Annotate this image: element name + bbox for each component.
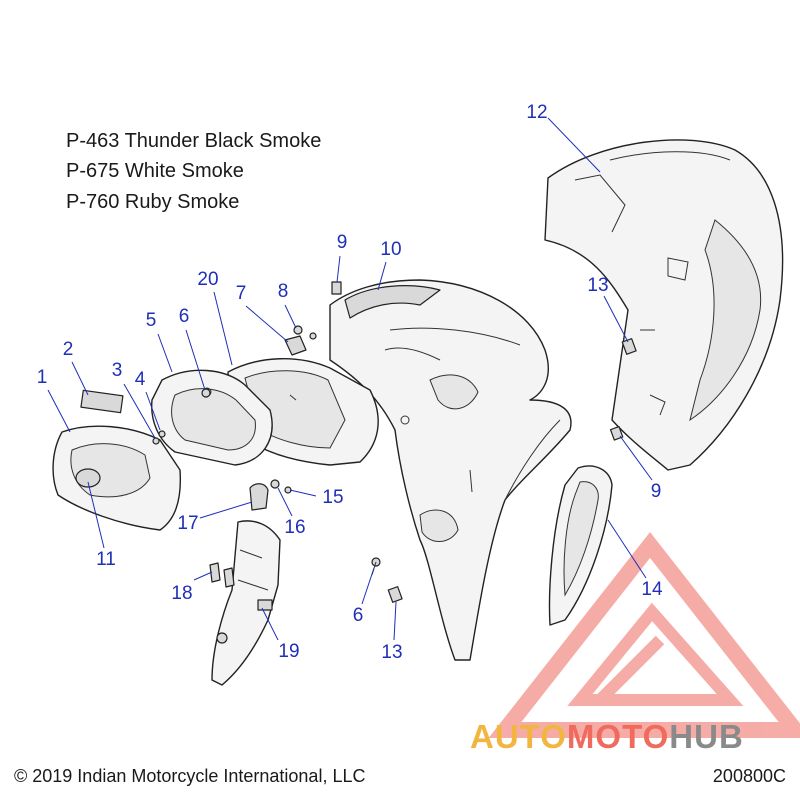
callout-5: 5: [145, 310, 157, 331]
leader-lines: [47, 117, 653, 641]
callout-17: 17: [177, 513, 199, 534]
color-legend-white-smoke: P-675 White Smoke: [66, 160, 244, 182]
callout-8: 8: [277, 281, 289, 302]
washer: [152, 437, 160, 445]
callout-19: 19: [278, 641, 300, 662]
callout-13-lower: 13: [381, 642, 403, 663]
decal-strip: [80, 389, 124, 414]
callout-11: 11: [96, 549, 116, 570]
diagram-code: 200800C: [712, 766, 786, 786]
callout-6-lower: 6: [352, 605, 364, 626]
watermark-logo-text: AUTOMOTOHUB: [470, 718, 744, 755]
callout-15: 15: [322, 487, 344, 508]
side-trim-panel: [548, 465, 613, 626]
color-legend-thunder-black: P-463 Thunder Black Smoke: [66, 130, 322, 152]
color-legend-ruby-smoke: P-760 Ruby Smoke: [66, 191, 240, 213]
callout-1: 1: [36, 367, 48, 388]
callout-16: 16: [284, 517, 306, 538]
bolt-right: [223, 567, 235, 588]
callout-18: 18: [171, 583, 193, 604]
left-speaker-panel: [52, 425, 182, 531]
clip-nut-right: [609, 425, 624, 441]
nut: [158, 430, 166, 438]
retainer-clip-lower: [387, 586, 403, 603]
lower-mount-bracket: [211, 520, 281, 686]
screw-mid: [270, 479, 280, 489]
callout-13-upper: 13: [587, 275, 609, 296]
callout-14: 14: [641, 579, 663, 600]
callout-2: 2: [62, 339, 74, 360]
watermark-triangle-icon: [488, 532, 800, 738]
outer-fairing-shell: [544, 139, 784, 471]
clip-nut-upper: [331, 281, 342, 295]
callout-12: 12: [526, 102, 548, 123]
callout-20: 20: [197, 269, 219, 290]
callout-9-right: 9: [650, 481, 662, 502]
callout-10: 10: [380, 239, 402, 260]
bolt-left: [209, 562, 221, 583]
callout-7: 7: [235, 283, 247, 304]
inner-fairing-body: [329, 279, 572, 661]
callout-6-upper: 6: [178, 306, 190, 327]
connector-block: [249, 483, 269, 511]
gauge-bezel: [151, 369, 273, 466]
copyright-notice: © 2019 Indian Motorcycle International, …: [14, 766, 366, 786]
callout-4: 4: [134, 369, 146, 390]
callout-3: 3: [111, 360, 123, 381]
screw-upper: [201, 388, 211, 398]
bracket-clip: [284, 335, 307, 356]
callout-9-upper: 9: [336, 232, 348, 253]
